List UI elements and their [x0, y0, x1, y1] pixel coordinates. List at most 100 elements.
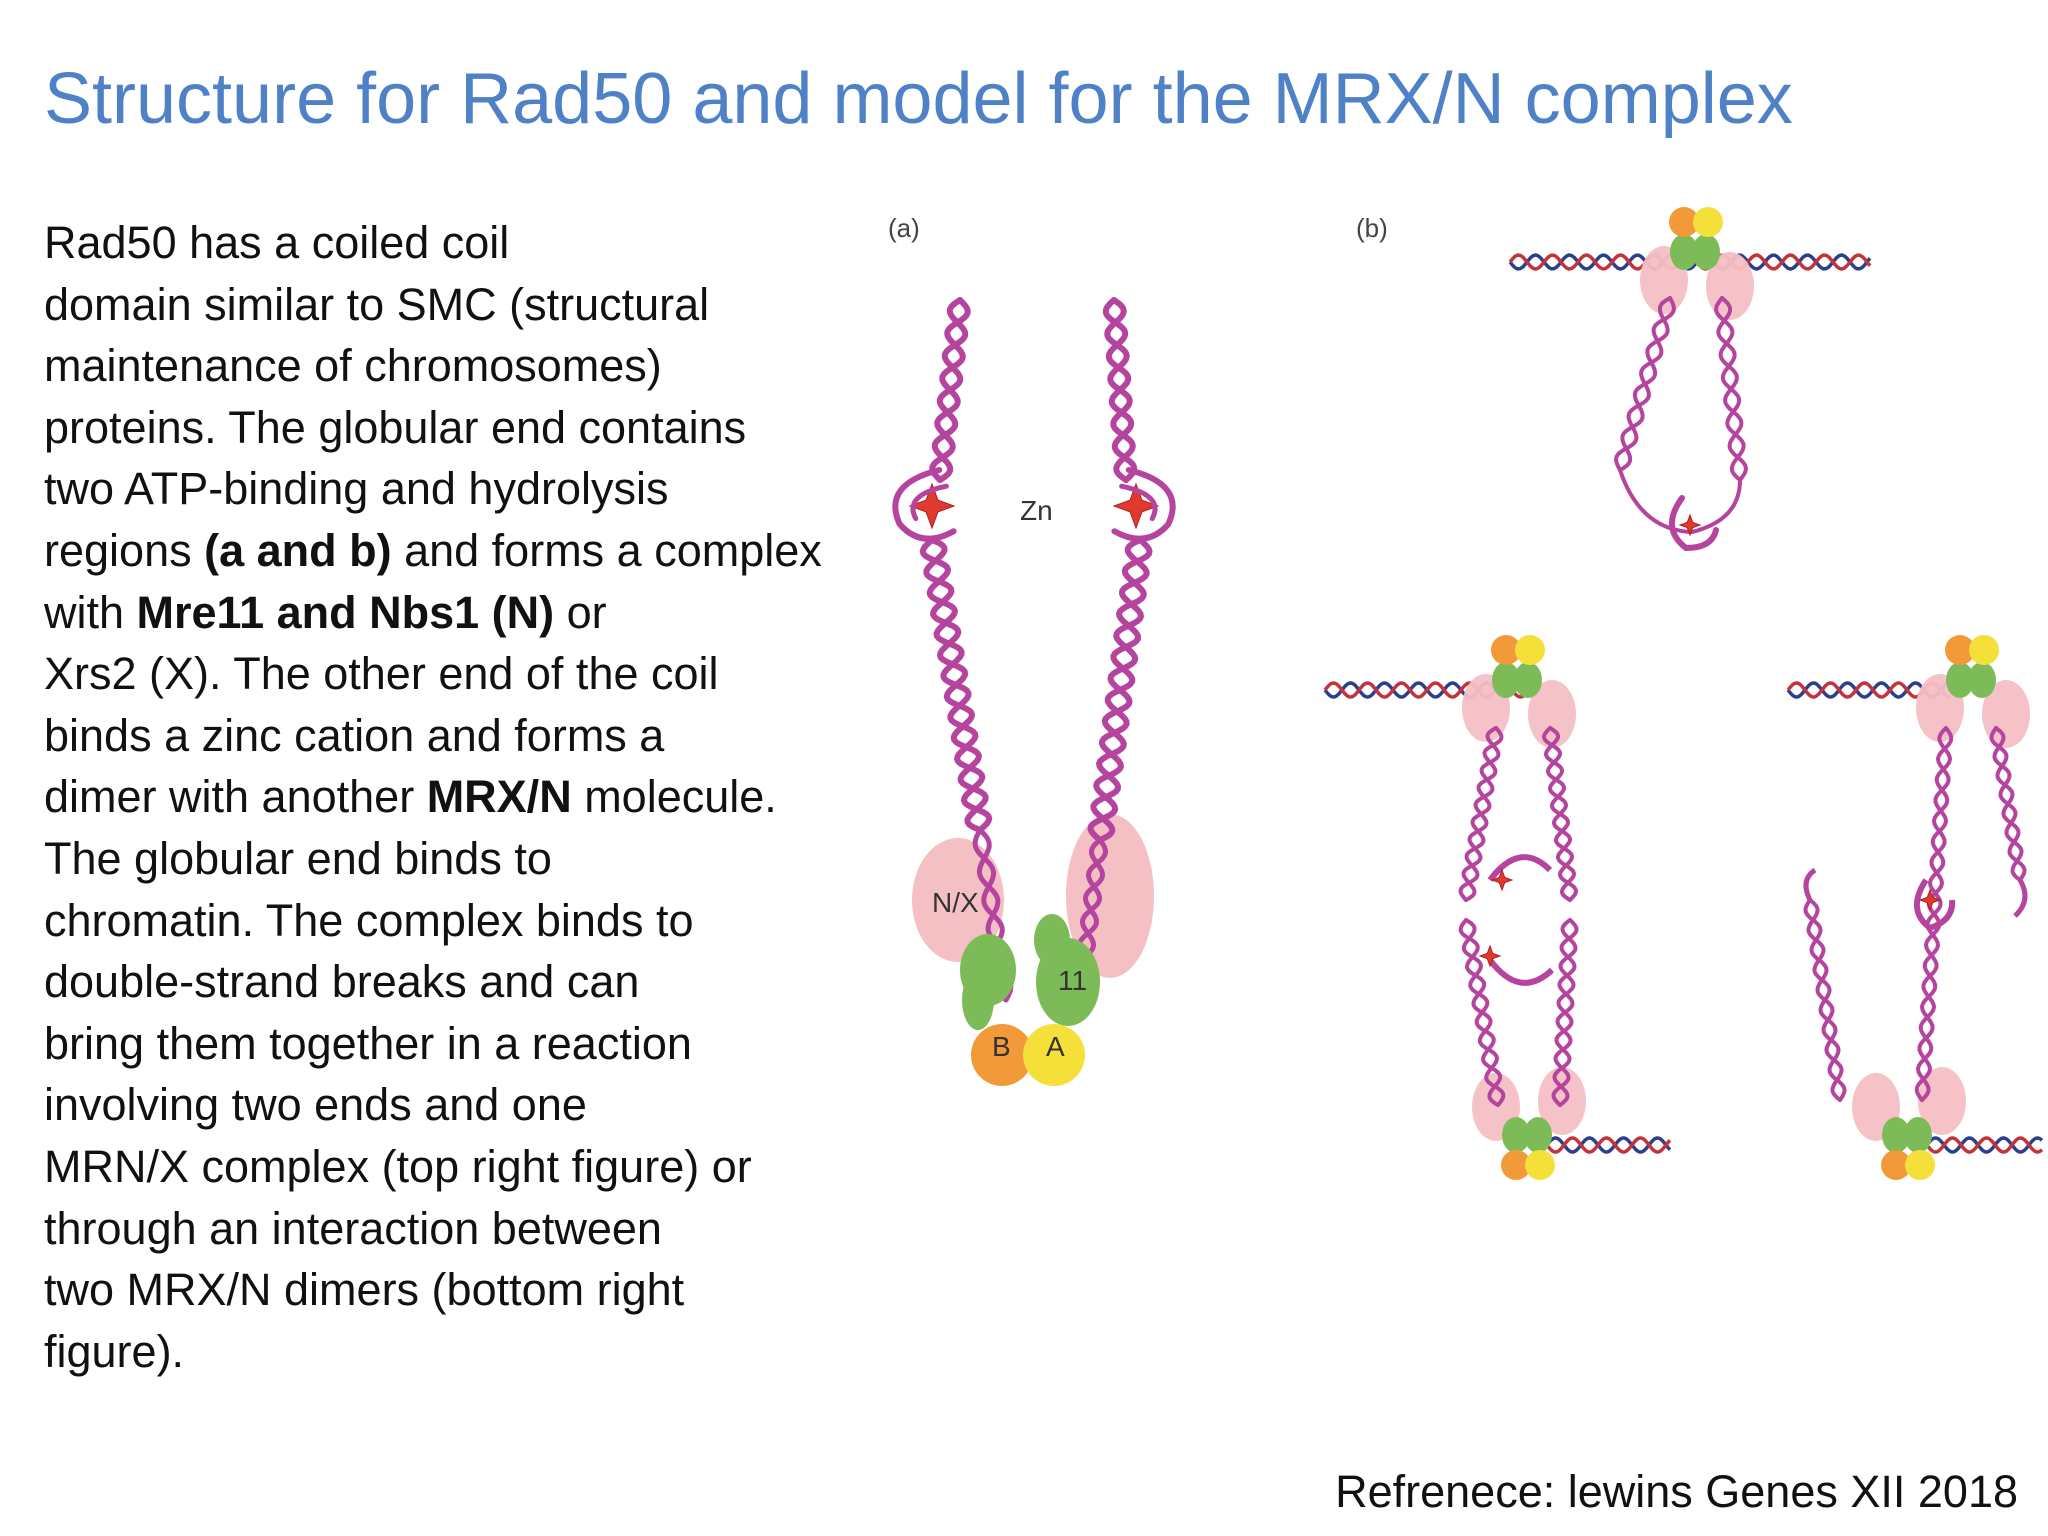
complex-bl-top-mre11-right [1514, 662, 1542, 698]
text-run: Xrs2 (X). The other end of the coil [44, 648, 719, 700]
body-text-line: through an interaction between [44, 1198, 874, 1260]
complex-bl-bottom-atp-a [1525, 1150, 1555, 1180]
text-run: through an interaction between [44, 1202, 662, 1254]
text-run: The globular end binds to [44, 832, 552, 884]
nx-label: N/X [932, 887, 979, 918]
zinc-hook-right-inner [1119, 483, 1158, 522]
zinc-hook-bl-2 [1487, 958, 1555, 986]
coil-br-right-strand-2 [1992, 726, 2024, 882]
body-text-line: domain similar to SMC (structural [44, 274, 874, 336]
complex-bl-bottom-mre11-right [1524, 1117, 1552, 1153]
body-text: Rad50 has a coiled coil domain similar to… [44, 212, 874, 1382]
complex-bl-bottom-mre11-left [1502, 1117, 1530, 1153]
zinc-site-loop-top [1678, 513, 1702, 537]
complex-top-mre11-right [1692, 234, 1720, 270]
body-text-line: chromatin. The complex binds to [44, 890, 874, 952]
zinc-site-br [1918, 888, 1942, 912]
zinc-site-left [908, 482, 956, 530]
complex-br-top-atp-b [1945, 635, 1975, 665]
text-run: molecule. [571, 771, 777, 823]
body-text-line: proteins. The globular end contains [44, 397, 874, 459]
body-text-line: regions (a and b) and forms a complex [44, 520, 874, 582]
complex-br-top-atp-a [1969, 635, 1999, 665]
body-text-line: involving two ends and one [44, 1074, 874, 1136]
body-text-line: dimer with another MRX/N molecule. [44, 766, 874, 828]
mre11-label: 11 [1058, 965, 1087, 996]
complex-bl-top-atp-a [1515, 635, 1545, 665]
panel-a-label: (a) [888, 213, 920, 243]
coil-bl-right-up-strand-2 [1543, 726, 1577, 902]
text-run: or [554, 586, 607, 638]
text-run: with [44, 586, 137, 638]
region-b-label: B [992, 1031, 1011, 1062]
complex-br-bottom-mre11-right [1904, 1117, 1932, 1153]
complex-br-bottom-atp-b [1881, 1150, 1911, 1180]
text-run: involving two ends and one [44, 1079, 587, 1131]
coil-right-body-strand-2 [1087, 537, 1153, 843]
mre11-left-b [962, 970, 994, 1030]
complex-top-atp-b [1669, 207, 1699, 237]
zinc-hook-left-inner [910, 483, 949, 522]
coil-bl-right-down-strand-2 [1551, 918, 1579, 1107]
zinc-hook-br [1914, 878, 1956, 932]
complex-br-bottom-mre11-left [1882, 1117, 1910, 1153]
complex-bl-top-atp-b [1491, 635, 1521, 665]
body-text-line: double-strand breaks and can [44, 951, 874, 1013]
complex-br-bottom-atp-a [1905, 1150, 1935, 1180]
coil-right-top-strand-2 [1104, 297, 1136, 483]
zinc-site-right [1112, 482, 1160, 530]
complex-br-top-mre11-left [1946, 662, 1974, 698]
text-run: proteins. The globular end contains [44, 401, 747, 453]
body-text-line: Xrs2 (X). The other end of the coil [44, 643, 874, 705]
text-run: bring them together in a reaction [44, 1017, 692, 1069]
slide-title: Structure for Rad50 and model for the MR… [44, 59, 1793, 139]
coil-br-left-end [1803, 867, 1817, 902]
complex-bl-top-mre11-left [1492, 662, 1520, 698]
body-text-line: Rad50 has a coiled coil [44, 212, 874, 274]
coil-left-body-strand-2 [923, 537, 989, 833]
text-run: two ATP-binding and hydrolysis [44, 463, 669, 515]
dna-bl-bottom-strand-1 [1528, 1136, 1672, 1154]
text-run: and forms a complex [391, 524, 822, 576]
complex-top-atp-a [1693, 207, 1723, 237]
region-a-label: A [1046, 1031, 1065, 1062]
loop-top-right-strand-2 [1716, 296, 1746, 482]
zinc-hook-loop-top [1669, 495, 1719, 552]
atp-region-b [971, 1024, 1033, 1086]
complex-br-bottom-nx-right [1918, 1067, 1966, 1135]
loop-top-left-strand-2 [1614, 296, 1676, 472]
loop-top-bottom [1618, 469, 1742, 535]
text-run: MRN/X complex (top right figure) or [44, 1140, 752, 1192]
coil-br-right-end [2013, 878, 2028, 918]
text-run: chromatin. The complex binds to [44, 894, 694, 946]
zinc-hook-bl-1 [1487, 854, 1553, 882]
mre11-right-b [1034, 914, 1070, 966]
complex-top-mre11-left [1670, 234, 1698, 270]
body-text-line: MRN/X complex (top right figure) or [44, 1136, 874, 1198]
text-run: regions [44, 524, 205, 576]
body-text-line: two MRX/N dimers (bottom right [44, 1259, 874, 1321]
text-run: double-strand breaks and can [44, 956, 640, 1008]
zinc-hook-right-outer [1111, 467, 1176, 542]
coil-br-center-strand-2 [1914, 726, 1954, 1102]
text-run: Rad50 has a coiled coil [44, 217, 510, 268]
dna-br-bottom-strand-1 [1908, 1136, 2044, 1154]
text-run: figure). [44, 1325, 185, 1377]
text-run: domain similar to SMC (structural [44, 278, 710, 330]
dna-top-strand-1 [1508, 253, 1872, 271]
bold-term: MRX/N [426, 771, 572, 823]
body-text-line: two ATP-binding and hydrolysis [44, 458, 874, 520]
dna-br-bottom-strand-2 [1908, 1136, 2044, 1154]
text-run: binds a zinc cation and forms a [44, 709, 665, 761]
body-text-line: binds a zinc cation and forms a [44, 705, 874, 767]
zn-label: Zn [1020, 495, 1053, 526]
bold-term: (a and b) [204, 524, 392, 576]
coil-left-top-strand-2 [929, 297, 971, 483]
dna-bl-bottom-strand-2 [1528, 1136, 1672, 1154]
coil-bl-left-up-strand-2 [1458, 726, 1504, 902]
body-text-line: maintenance of chromosomes) [44, 335, 874, 397]
panel-b-label: (b) [1356, 213, 1388, 243]
complex-bl-top-nx-right [1528, 680, 1576, 748]
body-text-line: with Mre11 and Nbs1 (N) or [44, 582, 874, 644]
